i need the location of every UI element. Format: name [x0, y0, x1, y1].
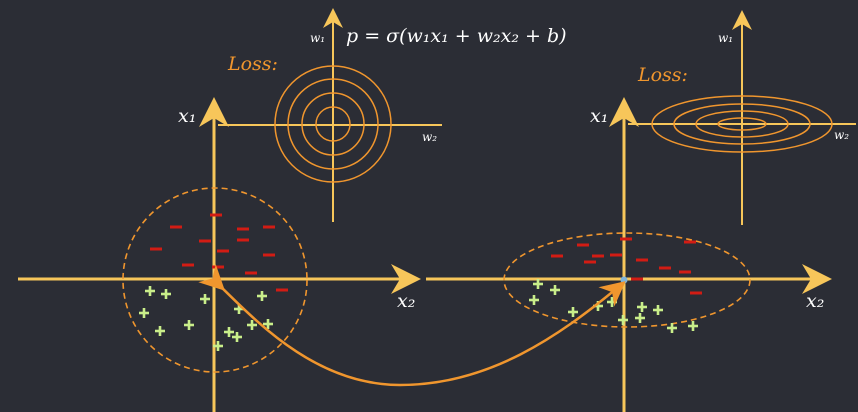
- negative-sample-mark: [237, 238, 249, 242]
- positive-sample-mark: [200, 294, 210, 304]
- right-loss-plot: w₁ w₂ Loss:: [628, 10, 856, 225]
- positive-sample-mark: [529, 295, 539, 305]
- right-x2-label: x₂: [806, 290, 824, 312]
- transform-arrow: [198, 264, 626, 387]
- positive-sample-mark: [550, 285, 560, 295]
- negative-sample-mark: [659, 266, 671, 270]
- negative-sample-mark: [263, 225, 275, 229]
- negative-sample-mark: [237, 227, 249, 231]
- negative-sample-mark: [182, 263, 194, 267]
- right-origin-dot: [620, 276, 628, 284]
- negative-sample-mark: [610, 253, 622, 257]
- right-positive-samples: [529, 279, 698, 333]
- positive-sample-mark: [161, 289, 171, 299]
- right-w1-label: w₁: [718, 31, 733, 45]
- positive-sample-mark: [139, 308, 149, 318]
- negative-sample-mark: [620, 237, 632, 241]
- positive-sample-mark: [667, 323, 677, 333]
- negative-sample-mark: [631, 277, 643, 281]
- positive-sample-mark: [247, 320, 257, 330]
- left-w1-label: w₁: [310, 31, 325, 45]
- negative-sample-mark: [577, 243, 589, 247]
- formula-text: p = σ(w₁x₁ + w₂x₂ + b): [346, 25, 567, 47]
- positive-sample-mark: [263, 319, 273, 329]
- left-x2-label: x₂: [397, 290, 415, 312]
- negative-sample-mark: [217, 249, 229, 253]
- positive-sample-mark: [145, 286, 155, 296]
- positive-sample-mark: [618, 315, 628, 325]
- negative-sample-mark: [210, 213, 222, 217]
- negative-sample-mark: [276, 288, 288, 292]
- right-w2-label: w₂: [834, 128, 849, 142]
- negative-sample-mark: [690, 291, 702, 295]
- negative-sample-mark: [150, 247, 162, 251]
- right-x1-label: x₁: [590, 105, 608, 127]
- left-loss-contours: [274, 65, 392, 183]
- negative-sample-mark: [679, 270, 691, 274]
- negative-sample-mark: [245, 271, 257, 275]
- right-loss-label: Loss:: [637, 64, 688, 86]
- positive-sample-mark: [213, 341, 223, 351]
- positive-sample-mark: [653, 305, 663, 315]
- right-negative-samples: [551, 237, 702, 295]
- positive-sample-mark: [155, 326, 165, 336]
- negative-sample-mark: [592, 254, 604, 258]
- negative-sample-mark: [636, 258, 648, 262]
- positive-sample-mark: [637, 302, 647, 312]
- negative-sample-mark: [212, 265, 224, 269]
- positive-sample-mark: [688, 321, 698, 331]
- left-data-plot: x₁ x₂: [18, 97, 421, 412]
- positive-sample-mark: [232, 332, 242, 342]
- positive-sample-mark: [257, 291, 267, 301]
- left-loss-plot: w₁ w₂ Loss:: [218, 8, 442, 222]
- negative-sample-mark: [684, 240, 696, 244]
- negative-sample-mark: [551, 254, 563, 258]
- right-loss-contours: [651, 95, 833, 153]
- negative-sample-mark: [263, 253, 275, 257]
- positive-sample-mark: [234, 304, 244, 314]
- left-loss-label: Loss:: [227, 53, 278, 75]
- negative-sample-mark: [584, 260, 596, 264]
- negative-sample-mark: [199, 239, 211, 243]
- positive-sample-mark: [635, 313, 645, 323]
- left-w2-label: w₂: [422, 130, 437, 144]
- positive-sample-mark: [224, 327, 234, 337]
- left-x1-label: x₁: [178, 105, 196, 127]
- positive-sample-mark: [184, 320, 194, 330]
- positive-sample-mark: [607, 297, 617, 307]
- positive-sample-mark: [568, 307, 578, 317]
- negative-sample-mark: [170, 225, 182, 229]
